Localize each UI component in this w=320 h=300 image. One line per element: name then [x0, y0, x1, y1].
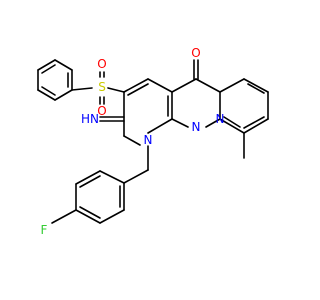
bond	[75, 170, 101, 185]
bond-inner	[243, 116, 265, 129]
bond	[219, 78, 245, 93]
bond	[107, 87, 125, 93]
bond	[243, 118, 269, 134]
bond	[99, 170, 125, 184]
atom-label-O-carbonyl: O	[191, 46, 200, 60]
fluoro-bond	[51, 209, 77, 224]
bond-inner	[127, 83, 149, 96]
bond	[147, 118, 173, 134]
phenyl-ring-top	[37, 59, 73, 101]
bond	[205, 118, 221, 128]
bond	[123, 78, 149, 93]
atom-label-N-ring: N	[144, 133, 153, 147]
bond	[195, 78, 221, 93]
bond	[147, 78, 173, 93]
bond-inner	[79, 175, 101, 188]
molecule-svg: O S O O N N N HN F	[37, 46, 269, 237]
fluorophenyl-ring	[75, 170, 125, 224]
nitrogen-label: N	[216, 112, 225, 126]
imine-label: HN	[81, 112, 99, 126]
oxygen-label: O	[97, 104, 106, 118]
bond	[71, 87, 93, 91]
bond-inner	[223, 116, 241, 128]
bond	[54, 89, 73, 101]
right-pyridine-ring	[219, 78, 269, 134]
atom-label-N-bridge: N	[192, 120, 201, 134]
atom-label-imine: HN	[81, 112, 99, 126]
central-pyridine-ring	[123, 78, 173, 146]
bond-inner	[79, 206, 101, 219]
bond-inner	[41, 86, 56, 96]
oxygen-label: O	[191, 46, 200, 60]
bond	[123, 135, 141, 146]
bond	[54, 59, 73, 71]
fluorine-label: F	[41, 223, 48, 237]
nitrogen-label: N	[144, 133, 153, 147]
bond	[171, 78, 197, 93]
molecule-structure: O S O O N N N HN F	[37, 46, 269, 237]
pyrimidinone-ring	[171, 78, 221, 128]
bond-inner	[247, 83, 265, 94]
bond	[219, 118, 245, 134]
atom-label-N-pyrido: N	[216, 112, 225, 126]
nitrogen-label: N	[192, 120, 201, 134]
atom-label-S: S	[98, 80, 106, 94]
atom-label-F: F	[41, 223, 48, 237]
sulfur-label: S	[98, 80, 106, 94]
atom-label-O-sulfonyl-2: O	[97, 104, 106, 118]
bond	[37, 59, 56, 71]
atom-label-O-sulfonyl-1: O	[97, 57, 106, 71]
oxygen-label: O	[97, 57, 106, 71]
bond	[123, 169, 149, 184]
bond	[37, 89, 56, 101]
bond	[99, 209, 125, 224]
bond	[243, 78, 269, 93]
bond	[75, 209, 101, 224]
bond-inner	[41, 64, 56, 74]
bond	[171, 118, 189, 128]
